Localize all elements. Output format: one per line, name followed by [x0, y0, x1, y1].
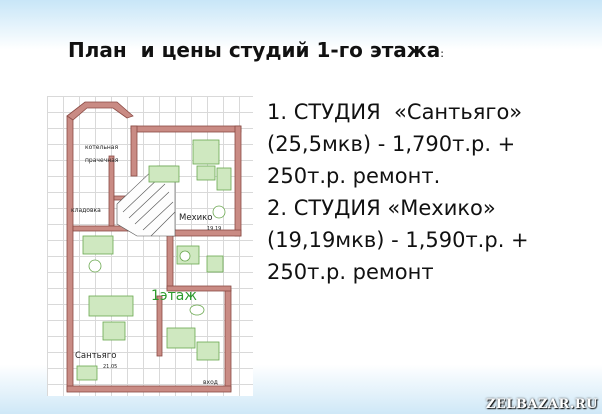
label-storage: кладовка: [71, 207, 101, 214]
price-line: 1. СТУДИЯ «Сантьяго»: [267, 100, 523, 124]
price-line: 250т.р. ремонт: [267, 260, 434, 284]
label-mexico-area: 19.19: [207, 226, 221, 232]
watermark: ZELBAZAR.RU: [485, 397, 598, 412]
floor-plan: котельная прачечная кладовка Мехико 19.1…: [47, 96, 253, 396]
floor-plan-drawing: котельная прачечная кладовка Мехико 19.1…: [66, 101, 242, 393]
label-entrance: вход: [203, 379, 218, 386]
label-mexico: Мехико: [179, 213, 212, 223]
studio-prices: 1. СТУДИЯ «Сантьяго» (25,5мкв) - 1,790т.…: [267, 96, 597, 288]
label-santiago-area: 21.05: [103, 364, 117, 370]
label-floor: 1этаж: [151, 288, 197, 304]
slide-title: План и цены студий 1-го этажа:: [68, 38, 588, 62]
price-line: 250т.р. ремонт.: [267, 164, 441, 188]
price-line: (19,19мкв) - 1,590т.р. +: [267, 228, 529, 252]
label-laundry: прачечная: [85, 157, 119, 164]
label-santiago: Сантьяго: [75, 351, 116, 361]
slide-title-colon: :: [440, 47, 444, 60]
price-line: (25,5мкв) - 1,790т.р. +: [267, 132, 516, 156]
slide-title-text: План и цены студий 1-го этажа: [68, 38, 441, 62]
label-boiler: котельная: [85, 144, 118, 151]
price-line: 2. СТУДИЯ «Мехико»: [267, 196, 496, 220]
